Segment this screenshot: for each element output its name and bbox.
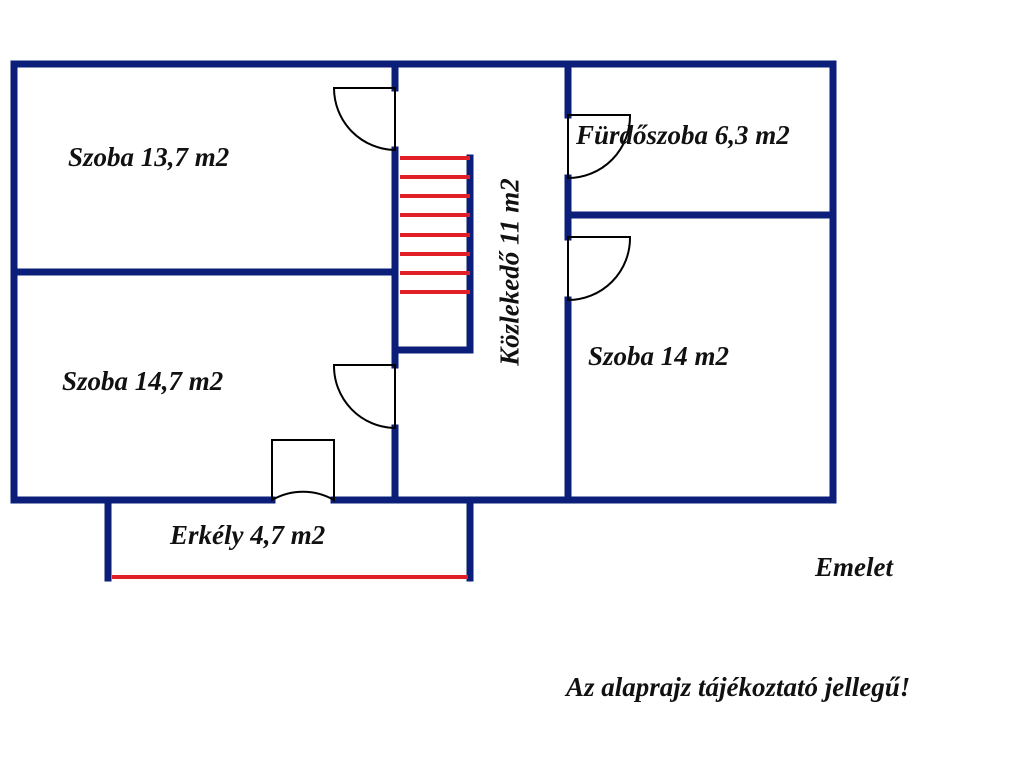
disclaimer-note: Az alaprajz tájékoztató jellegű! [566, 672, 911, 702]
room-label-szoba-14-7: Szoba 14,7 m2 [62, 366, 224, 396]
room-label-furdoszoba: Fürdőszoba 6,3 m2 [576, 120, 790, 150]
room-label-szoba-14: Szoba 14 m2 [588, 341, 730, 371]
door-swing [332, 364, 396, 430]
door-swing [567, 114, 632, 180]
door-swing [567, 236, 632, 302]
room-label-kozlekedo: Közlekedő 11 m2 [494, 178, 525, 366]
door-swing [332, 87, 396, 152]
door-swing [271, 439, 335, 502]
doors [271, 87, 632, 502]
outer-wall-left [10, 60, 276, 504]
outer-wall [10, 60, 837, 504]
floor-label: Emelet [815, 552, 893, 582]
room-label-szoba-13-7: Szoba 13,7 m2 [68, 142, 230, 172]
room-label-erkely: Erkély 4,7 m2 [170, 520, 326, 550]
stairs [400, 156, 470, 294]
